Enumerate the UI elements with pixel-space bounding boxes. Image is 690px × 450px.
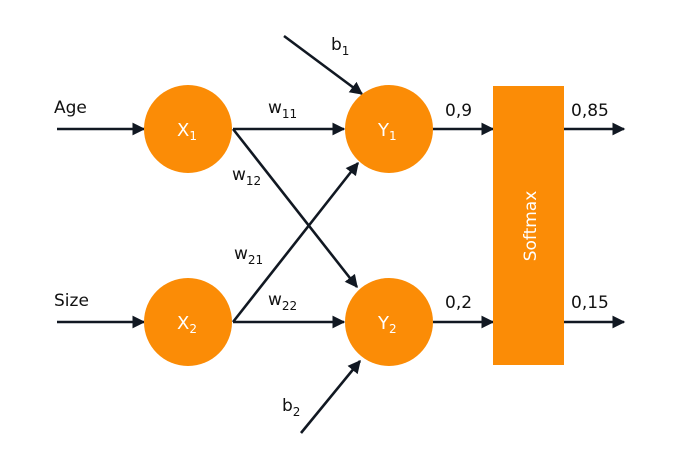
node-x2 (144, 278, 232, 366)
edge-b2-to-y2 (299, 359, 362, 434)
softmax-label: Softmax (521, 191, 541, 262)
weight-label-w22: w22 (268, 290, 297, 313)
logit-value-y1: 0,9 (445, 101, 472, 121)
bias-label-b1: b1 (331, 35, 349, 58)
bias-label-b2: b2 (282, 396, 300, 419)
edge-x1-to-y2 (231, 128, 359, 289)
softmax-box (493, 86, 564, 365)
node-y1-label: Y1 (377, 120, 397, 143)
node-x1 (144, 85, 232, 173)
input-label-age: Age (54, 98, 87, 118)
node-x1-label: X1 (177, 120, 197, 143)
weight-label-w12: w12 (232, 165, 261, 188)
node-x2-label: X2 (177, 313, 197, 336)
edge-b1-to-y1 (283, 34, 364, 96)
node-y2-label: Y2 (377, 313, 397, 336)
node-y2 (345, 278, 433, 366)
output-value-2: 0,15 (571, 293, 609, 313)
edge-x2-to-y1 (231, 161, 360, 323)
logit-value-y2: 0,2 (445, 293, 472, 313)
weight-label-w21: w21 (234, 244, 263, 267)
weight-label-w11: w11 (268, 98, 297, 121)
input-label-size: Size (54, 291, 89, 311)
node-y1 (345, 85, 433, 173)
output-value-1: 0,85 (571, 101, 609, 121)
